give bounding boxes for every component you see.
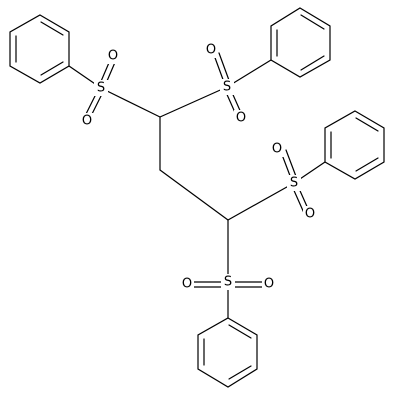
oxygen-atom-3b: O [305, 207, 315, 222]
phenyl-ring-3 [324, 110, 385, 180]
sulfur-atom-4: S [224, 275, 232, 290]
oxygen-atom-4b: O [264, 277, 274, 292]
sulfonyl-group-4: S O O [180, 219, 276, 319]
oxygen-atom-1b: O [82, 114, 92, 129]
oxygen-atom-4a: O [182, 277, 192, 292]
oxygen-atom-1a: O [108, 49, 118, 64]
oxygen-atom-2b: O [236, 111, 246, 126]
carbon-backbone [159, 116, 229, 221]
phenyl-ring-1 [9, 14, 70, 84]
oxygen-atom-2a: O [206, 43, 216, 58]
oxygen-atom-3a: O [272, 142, 282, 157]
sulfonyl-group-2: S O O [159, 42, 272, 126]
phenyl-ring-2 [270, 7, 331, 78]
sulfonyl-group-1: S O O [68, 48, 161, 129]
sulfur-atom-2: S [223, 80, 231, 95]
sulfonyl-group-3: S O O [227, 141, 326, 222]
phenyl-ring-4 [197, 317, 258, 388]
sulfur-atom-1: S [97, 81, 105, 96]
sulfur-atom-3: S [290, 176, 298, 191]
